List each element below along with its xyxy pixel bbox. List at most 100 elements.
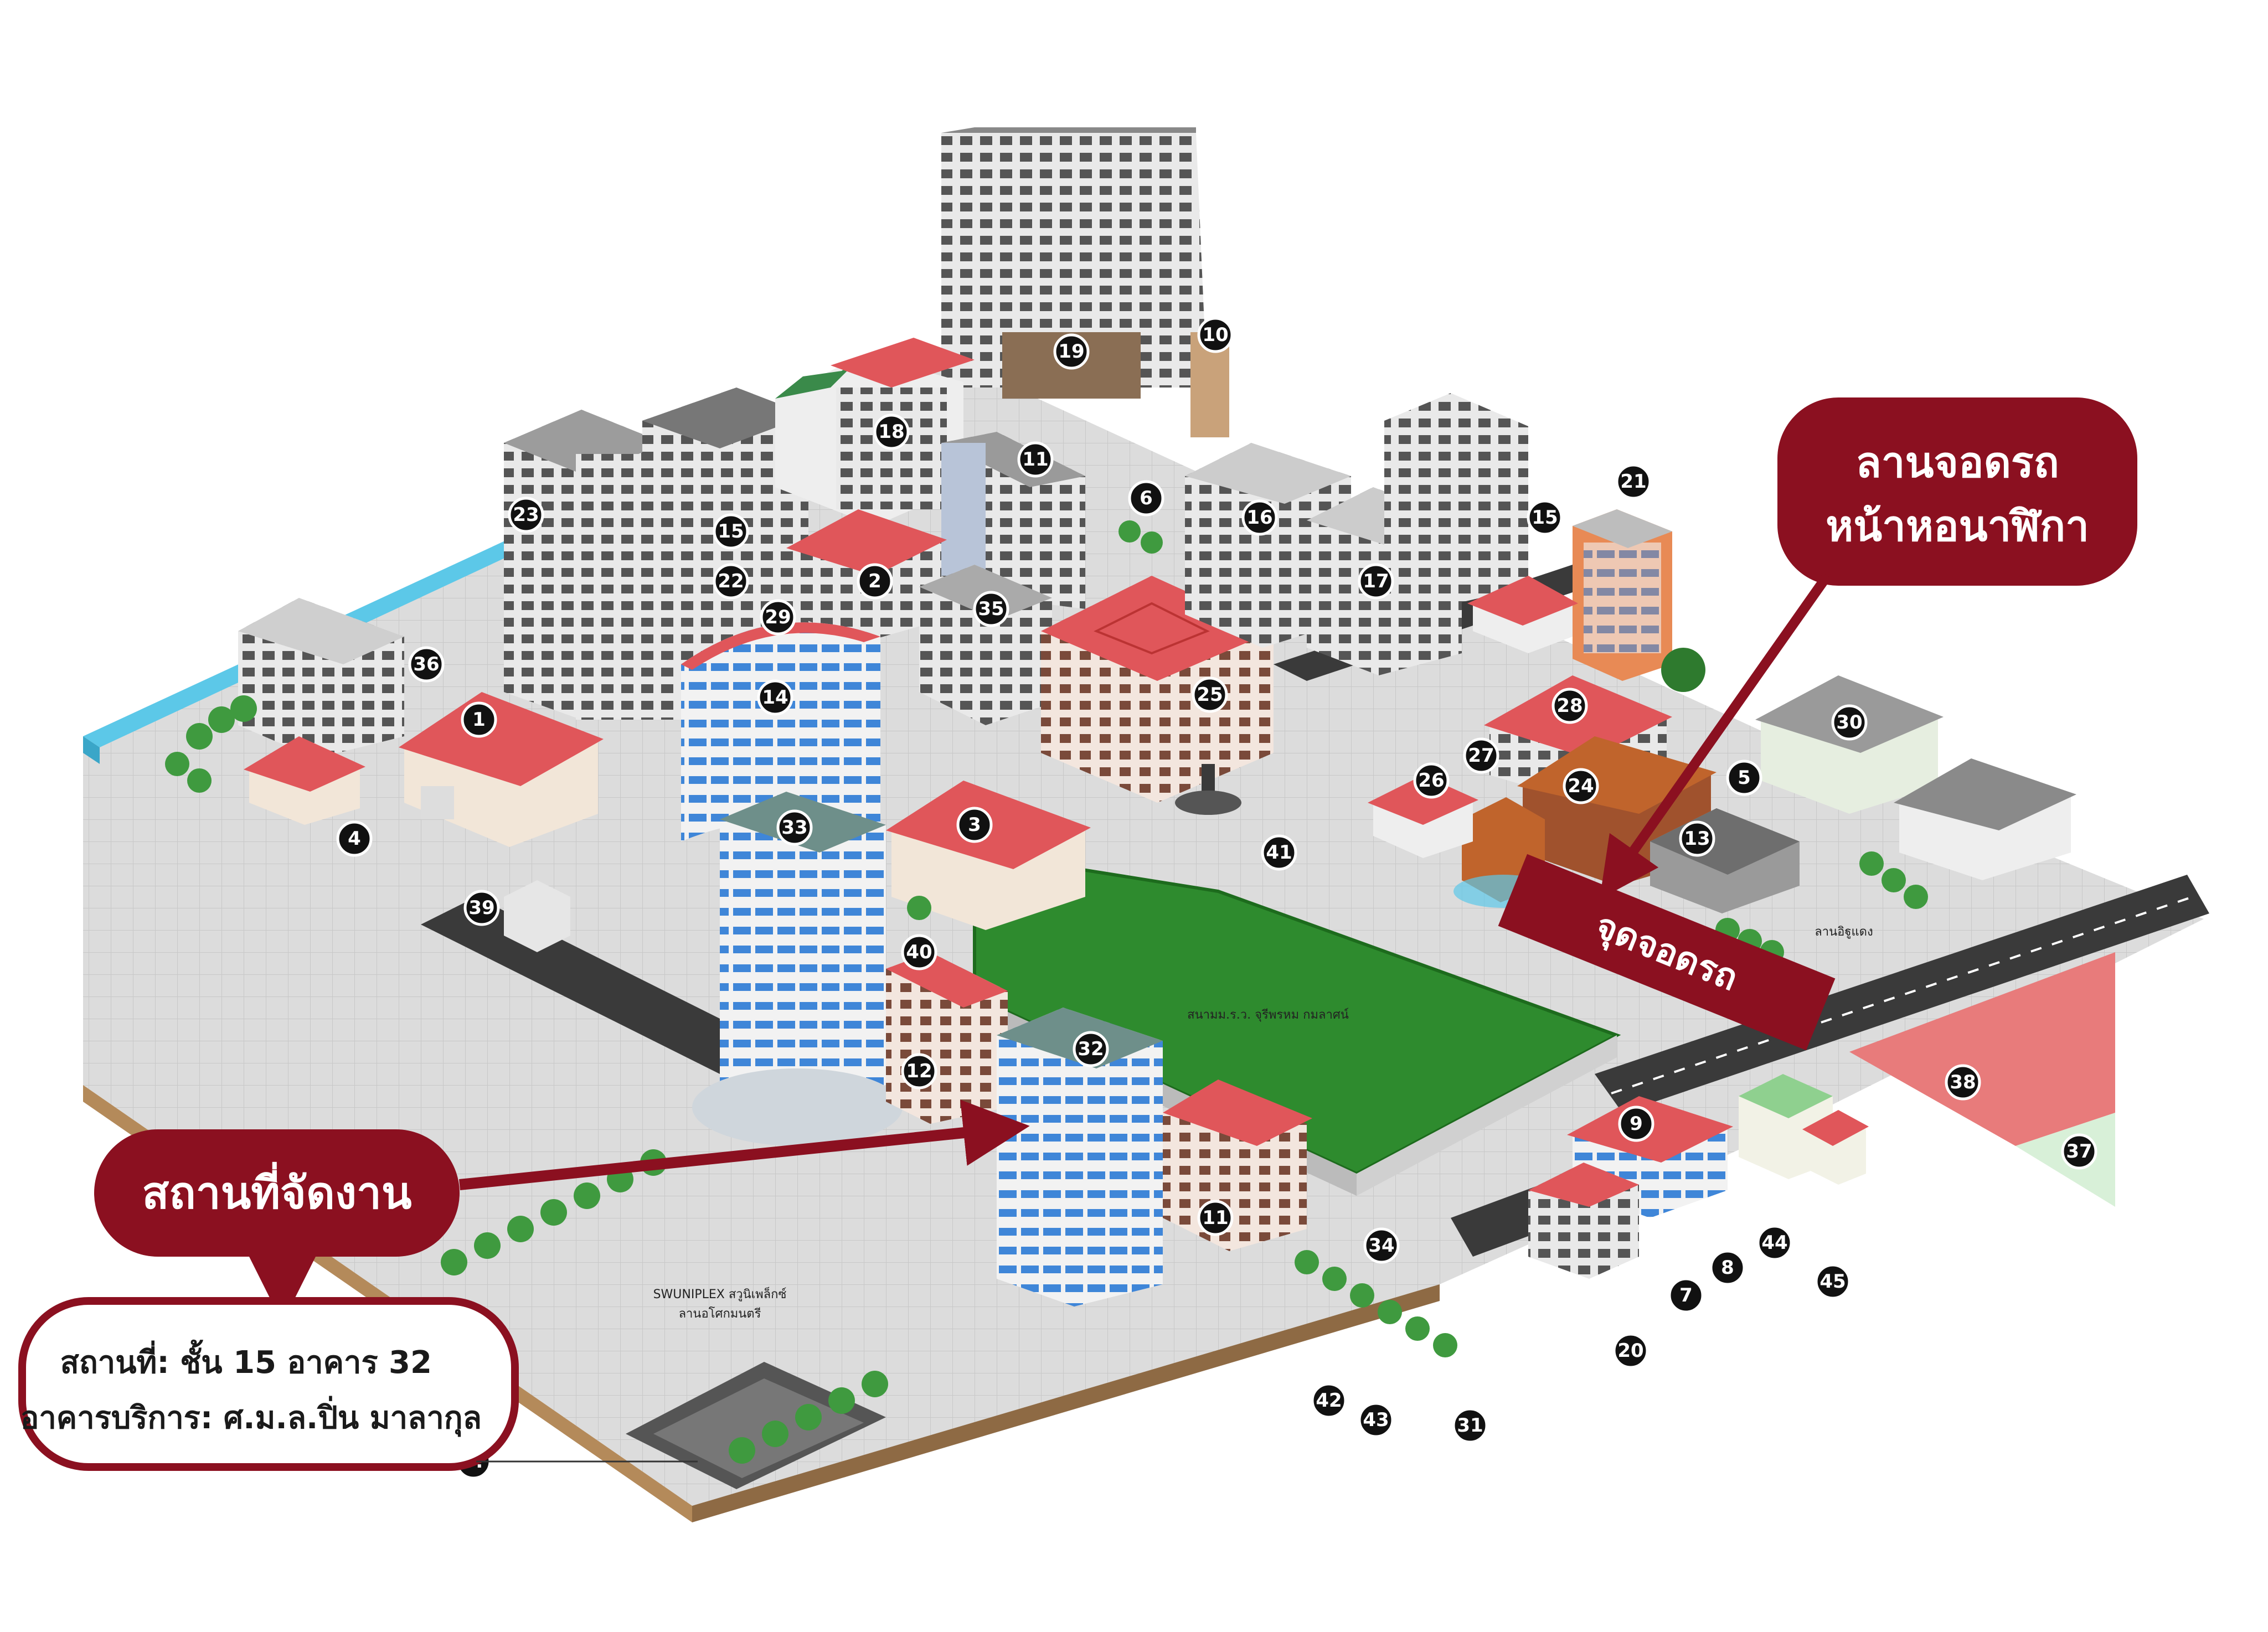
marker-22[interactable]: 22 bbox=[713, 563, 749, 600]
marker-29[interactable]: 29 bbox=[760, 599, 796, 636]
marker-number: 44 bbox=[1761, 1232, 1787, 1254]
marker-6[interactable]: 6 bbox=[1128, 480, 1164, 517]
marker-number: 30 bbox=[1836, 711, 1862, 734]
marker-37[interactable]: 37 bbox=[2061, 1133, 2097, 1170]
marker-number: 21 bbox=[1620, 471, 1646, 493]
marker-number: 26 bbox=[1418, 769, 1444, 792]
building-1 bbox=[399, 692, 604, 847]
marker-44[interactable]: 44 bbox=[1756, 1225, 1793, 1261]
marker-number: 18 bbox=[878, 421, 904, 443]
marker-2[interactable]: 2 bbox=[857, 563, 893, 600]
marker-9[interactable]: 9 bbox=[1618, 1106, 1654, 1142]
marker-18[interactable]: 18 bbox=[873, 414, 910, 450]
marker-circle bbox=[956, 807, 993, 843]
marker-number: 3 bbox=[968, 814, 981, 836]
marker-circle bbox=[508, 497, 544, 533]
marker-number: 36 bbox=[413, 653, 439, 675]
marker-10[interactable]: 10 bbox=[1197, 317, 1234, 353]
marker-5[interactable]: 5 bbox=[1726, 760, 1762, 796]
marker-circle bbox=[1618, 1106, 1654, 1142]
marker-24[interactable]: 24 bbox=[1563, 768, 1599, 804]
marker-36[interactable]: 36 bbox=[408, 646, 445, 683]
marker-30[interactable]: 30 bbox=[1831, 704, 1868, 741]
marker-8[interactable]: 8 bbox=[1709, 1249, 1746, 1286]
building-markers: 1234567891011111213141515161718192021222… bbox=[336, 317, 2097, 1480]
marker-11[interactable]: 11 bbox=[1197, 1200, 1234, 1236]
marker-43[interactable]: 43 bbox=[1358, 1402, 1394, 1438]
marker-circle bbox=[461, 701, 497, 738]
marker-12[interactable]: 12 bbox=[901, 1053, 937, 1089]
marker-4[interactable]: 4 bbox=[336, 820, 373, 857]
marker-circle bbox=[1679, 820, 1715, 857]
marker-circle bbox=[408, 646, 445, 683]
marker-number: 20 bbox=[1617, 1340, 1643, 1362]
marker-42[interactable]: 42 bbox=[1311, 1382, 1347, 1419]
plaza-label: SWUNIPLEX สวูนิเพล็กซ์ bbox=[653, 1286, 787, 1302]
marker-number: 41 bbox=[1266, 841, 1292, 864]
marker-13[interactable]: 13 bbox=[1679, 820, 1715, 857]
marker-26[interactable]: 26 bbox=[1413, 762, 1450, 799]
marker-19[interactable]: 19 bbox=[1053, 333, 1090, 370]
marker-21[interactable]: 21 bbox=[1615, 463, 1652, 500]
marker-32[interactable]: 32 bbox=[1073, 1031, 1109, 1067]
marker-circle bbox=[713, 563, 749, 600]
marker-circle bbox=[1053, 333, 1090, 370]
marker-1[interactable]: 1 bbox=[461, 701, 497, 738]
marker-circle bbox=[1527, 499, 1563, 536]
marker-circle bbox=[1668, 1277, 1704, 1314]
marker-number: 15 bbox=[1532, 507, 1558, 529]
marker-17[interactable]: 17 bbox=[1358, 563, 1394, 600]
marker-20[interactable]: 20 bbox=[1612, 1333, 1649, 1369]
marker-number: 19 bbox=[1058, 340, 1084, 363]
marker-38[interactable]: 38 bbox=[1945, 1064, 1981, 1101]
building-39 bbox=[504, 880, 570, 952]
marker-circle bbox=[1709, 1249, 1746, 1286]
marker-circle bbox=[1311, 1382, 1347, 1419]
venue-location: สถานที่: ชั้น 15 อาคาร 32 bbox=[60, 1340, 432, 1381]
marker-15[interactable]: 15 bbox=[1527, 499, 1563, 536]
marker-39[interactable]: 39 bbox=[463, 890, 500, 926]
marker-circle bbox=[2061, 1133, 2097, 1170]
marker-number: 5 bbox=[1738, 767, 1751, 789]
building-11-top bbox=[941, 432, 1085, 609]
marker-31[interactable]: 31 bbox=[1452, 1407, 1488, 1444]
marker-41[interactable]: 41 bbox=[1261, 834, 1297, 871]
marker-23[interactable]: 23 bbox=[508, 497, 544, 533]
marker-circle bbox=[1756, 1225, 1793, 1261]
marker-circle bbox=[1073, 1031, 1109, 1067]
marker-number: 11 bbox=[1022, 448, 1048, 471]
marker-33[interactable]: 33 bbox=[776, 809, 813, 846]
marker-number: 39 bbox=[468, 897, 494, 919]
marker-circle bbox=[1241, 499, 1278, 536]
marker-34[interactable]: 34 bbox=[1363, 1227, 1400, 1264]
marker-number: 2 bbox=[868, 570, 882, 592]
marker-25[interactable]: 25 bbox=[1192, 676, 1228, 713]
building-20 bbox=[1528, 1163, 1639, 1279]
marker-3[interactable]: 3 bbox=[956, 807, 993, 843]
marker-14[interactable]: 14 bbox=[757, 679, 793, 716]
marker-16[interactable]: 16 bbox=[1241, 499, 1278, 536]
marker-number: 27 bbox=[1468, 745, 1494, 767]
marker-circle bbox=[1192, 676, 1228, 713]
marker-circle bbox=[1615, 463, 1652, 500]
parking-lot-callout: ลานจอดรถ หน้าหอนาฬิกา bbox=[1777, 397, 2137, 586]
building-45 bbox=[1802, 1110, 1869, 1185]
marker-number: 31 bbox=[1457, 1414, 1483, 1437]
marker-7[interactable]: 7 bbox=[1668, 1277, 1704, 1314]
marker-15[interactable]: 15 bbox=[713, 513, 749, 550]
venue-callout: สถานที่จัดงาน bbox=[94, 1129, 460, 1257]
marker-28[interactable]: 28 bbox=[1551, 688, 1588, 724]
marker-circle bbox=[1463, 737, 1499, 774]
marker-35[interactable]: 35 bbox=[973, 591, 1009, 627]
trees bbox=[165, 520, 1928, 1464]
marker-number: 15 bbox=[718, 520, 744, 543]
marker-45[interactable]: 45 bbox=[1815, 1263, 1851, 1300]
marker-circle bbox=[1452, 1407, 1488, 1444]
building-15-right bbox=[1467, 576, 1578, 653]
marker-27[interactable]: 27 bbox=[1463, 737, 1499, 774]
marker-11[interactable]: 11 bbox=[1017, 441, 1054, 478]
marker-circle bbox=[713, 513, 749, 550]
marker-40[interactable]: 40 bbox=[901, 934, 937, 970]
marker-number: 40 bbox=[906, 941, 932, 963]
